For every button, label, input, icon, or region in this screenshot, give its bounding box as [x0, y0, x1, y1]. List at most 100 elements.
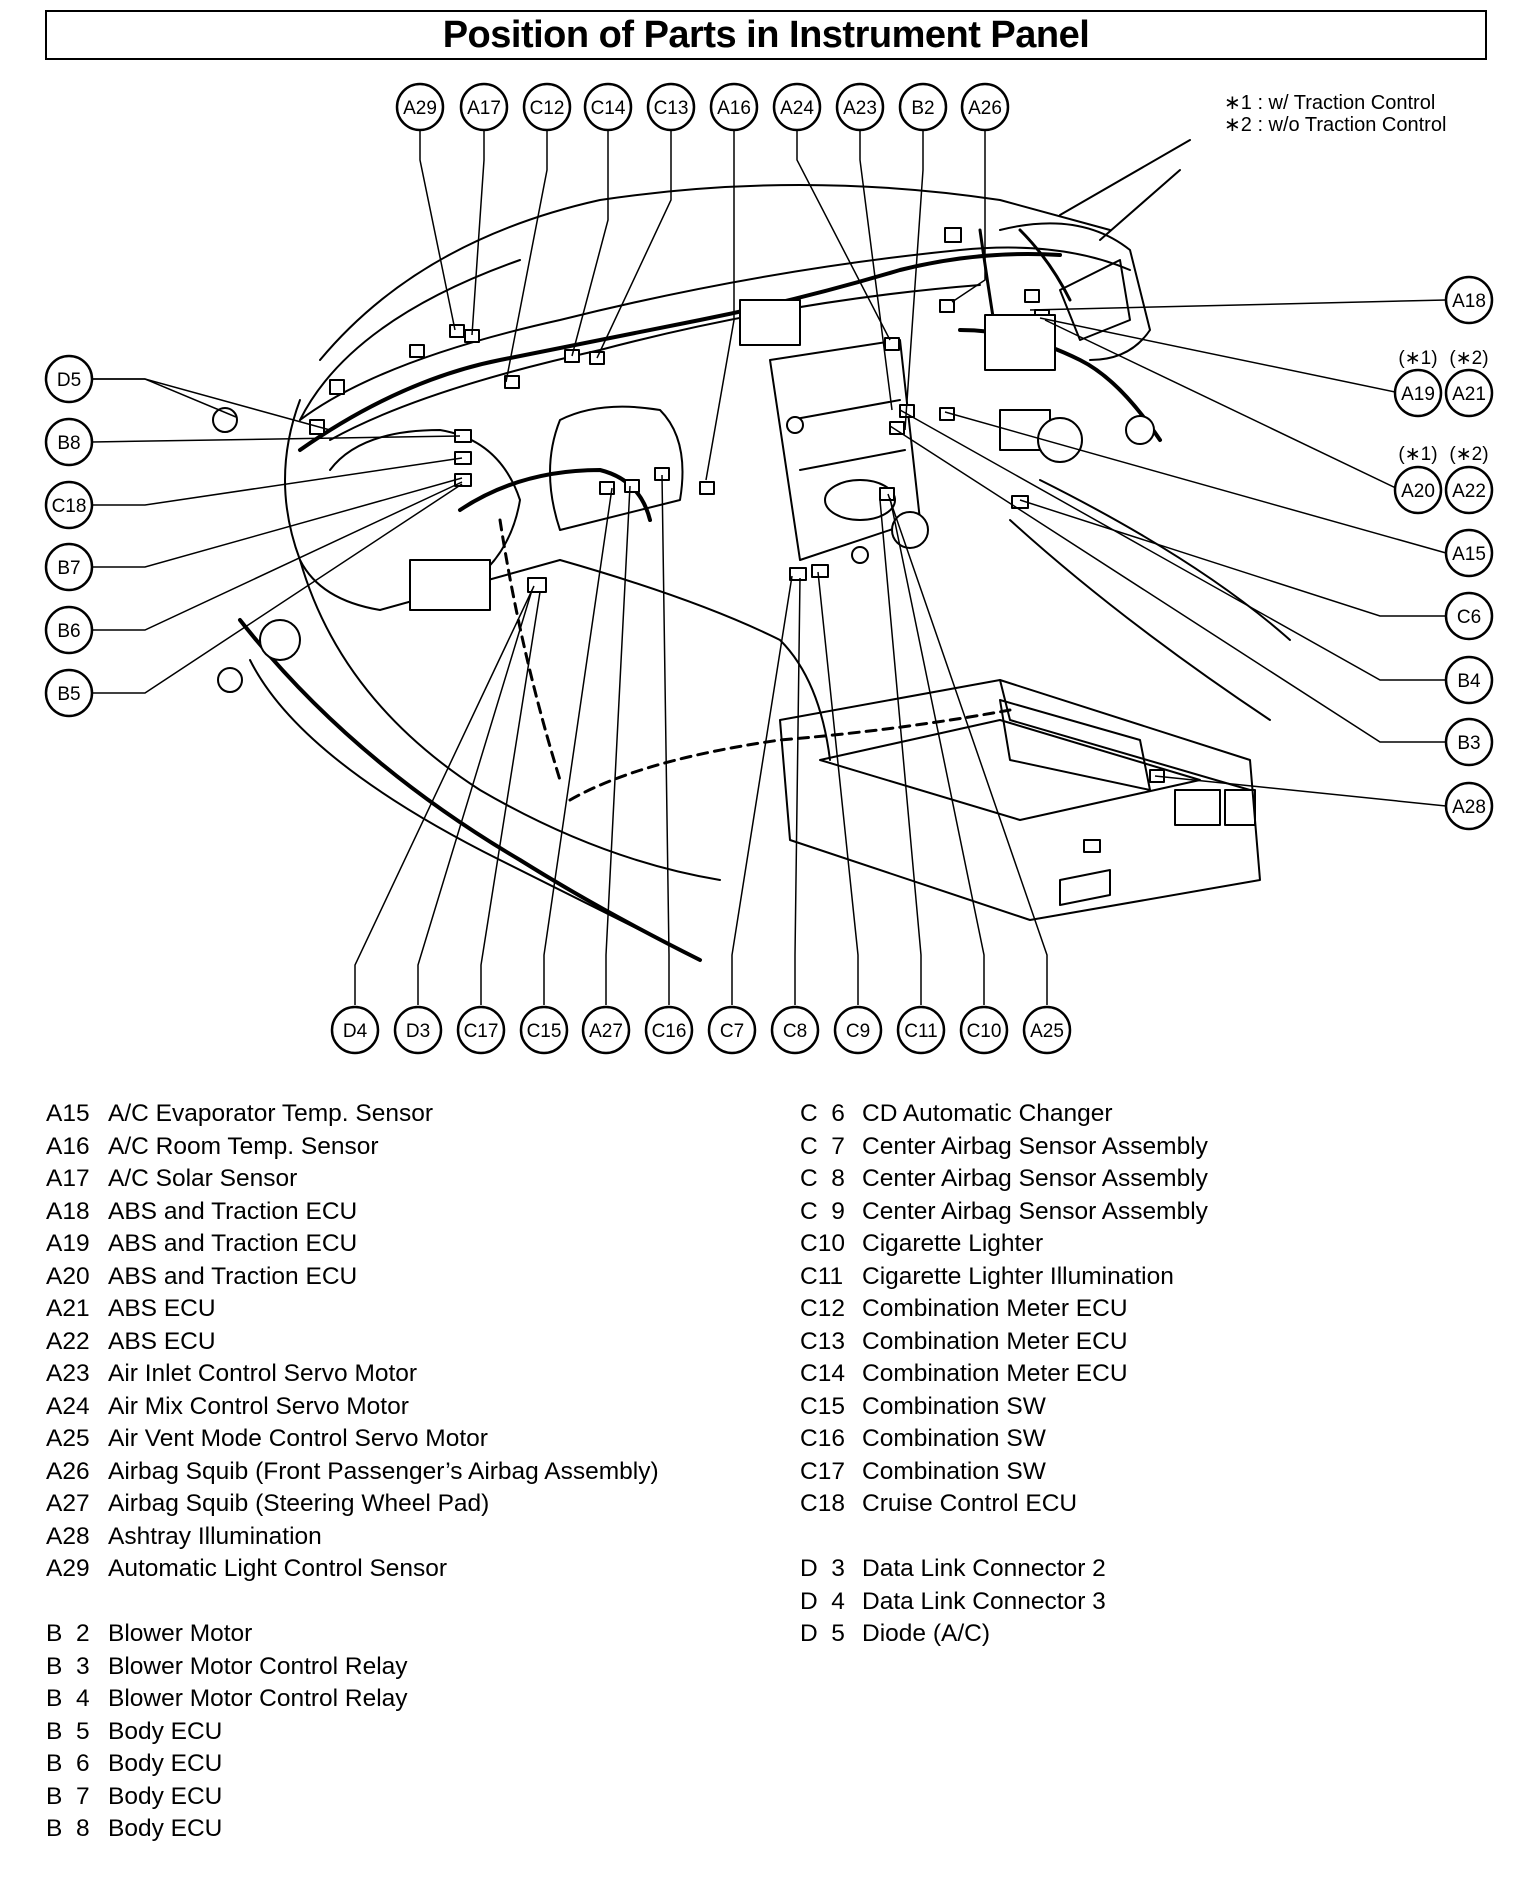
legend-row: C13 Combination Meter ECU: [800, 1326, 1208, 1359]
legend-part-name: Combination Meter ECU: [862, 1327, 1128, 1355]
legend-code: C 9: [800, 1197, 845, 1225]
callout-label: D3: [406, 1021, 430, 1042]
callout-label: A21: [1452, 384, 1486, 405]
legend-part-name: ABS ECU: [108, 1295, 216, 1322]
legend-code: C 6: [800, 1100, 845, 1127]
legend-code: A24: [46, 1392, 90, 1420]
legend-part-name: A/C Evaporator Temp. Sensor: [108, 1100, 434, 1127]
legend-row: A16 A/C Room Temp. Sensor: [46, 1131, 659, 1164]
legend-code: C 7: [800, 1132, 845, 1160]
legend-code: B 5: [46, 1717, 90, 1745]
legend-code: A28: [46, 1522, 90, 1550]
legend-code: A18: [46, 1197, 90, 1225]
callout-c7: C7: [707, 1005, 757, 1055]
legend-part-name: Air Vent Mode Control Servo Motor: [108, 1425, 488, 1452]
callout-label: B4: [1457, 671, 1481, 692]
legend-code: [800, 1521, 862, 1554]
legend-part-name: Combination SW: [862, 1425, 1046, 1452]
callout-label: A19: [1401, 384, 1435, 405]
legend-row: C12 Combination Meter ECU: [800, 1293, 1208, 1326]
legend-part-name: Center Airbag Sensor Assembly: [862, 1197, 1208, 1225]
legend-part-name: Airbag Squib (Front Passenger’s Airbag A…: [108, 1457, 659, 1485]
legend-part-name: Combination Meter ECU: [862, 1360, 1128, 1387]
legend-part-name: CD Automatic Changer: [862, 1100, 1113, 1127]
legend-part-name: Airbag Squib (Steering Wheel Pad): [108, 1490, 490, 1517]
legend-part-name: ABS and Traction ECU: [108, 1262, 358, 1290]
legend-part-name: Ashtray Illumination: [108, 1522, 322, 1550]
callout-label: C15: [527, 1021, 562, 1042]
callout-label: C16: [652, 1021, 687, 1042]
legend-part-name: A/C Room Temp. Sensor: [108, 1132, 379, 1160]
legend-code: B 7: [46, 1782, 90, 1810]
callout-a17: A17: [459, 82, 509, 132]
callout-label: B7: [57, 558, 80, 579]
callout-a24: A24: [772, 82, 822, 132]
legend-code: D 4: [800, 1587, 845, 1615]
callout-d4: D4: [330, 1005, 380, 1055]
callout-label: D4: [343, 1021, 368, 1042]
callout-label: C10: [967, 1021, 1002, 1042]
legend-row: [800, 1521, 1208, 1554]
callout-label: C12: [530, 98, 565, 119]
legend-code: C12: [800, 1295, 845, 1322]
callout-label: B6: [57, 621, 80, 642]
callout-label: B3: [1457, 733, 1480, 754]
legend-row: A15 A/C Evaporator Temp. Sensor: [46, 1098, 659, 1131]
variant-label-star2-a22: (∗2): [1449, 444, 1488, 465]
legend-code: A15: [46, 1100, 90, 1127]
callout-a25: A25: [1022, 1005, 1072, 1055]
callout-label: C18: [52, 496, 87, 517]
callout-a18: A18: [1444, 275, 1494, 325]
callout-leader-lines: [91, 128, 1447, 1005]
callout-a23: A23: [835, 82, 885, 132]
legend-code: A19: [46, 1230, 90, 1257]
callout-a28: A28: [1444, 781, 1494, 831]
legend-code: C 8: [800, 1165, 845, 1192]
callout-c8: C8: [770, 1005, 820, 1055]
callout-label: A29: [403, 98, 437, 119]
callout-label: C11: [904, 1021, 937, 1042]
legend-row: A19 ABS and Traction ECU: [46, 1228, 659, 1261]
page-title: Position of Parts in Instrument Panel: [442, 13, 1090, 56]
legend-code: [46, 1586, 108, 1619]
callout-label: C7: [720, 1021, 744, 1042]
legend-part-name: Combination Meter ECU: [862, 1295, 1128, 1322]
callout-c14: C14: [583, 82, 633, 132]
callout-a16: A16: [709, 82, 759, 132]
legend-part-name: ABS and Traction ECU: [108, 1197, 358, 1225]
callout-c9: C9: [833, 1005, 883, 1055]
legend-code: C17: [800, 1457, 845, 1485]
legend-part-name: Body ECU: [108, 1815, 223, 1842]
legend-code: C13: [800, 1327, 845, 1355]
callout-b4: B4: [1444, 655, 1494, 705]
legend-code: B 6: [46, 1750, 90, 1777]
legend-code: D 3: [800, 1555, 845, 1582]
legend-code: C10: [800, 1230, 845, 1257]
variant-label-star2-a21: (∗2): [1449, 348, 1488, 369]
legend-row: [46, 1586, 659, 1619]
callout-label: C13: [654, 98, 689, 119]
legend-part-name: ABS and Traction ECU: [108, 1230, 358, 1257]
legend-part-name: Blower Motor Control Relay: [108, 1685, 408, 1712]
callout-a15: A15: [1444, 528, 1494, 578]
legend-code: A16: [46, 1132, 90, 1160]
legend-code: D 5: [800, 1620, 845, 1647]
callout-c17: C17: [456, 1005, 506, 1055]
legend-code: A17: [46, 1165, 90, 1192]
legend-code: A22: [46, 1327, 90, 1355]
legend-part-name: A/C Solar Sensor: [108, 1165, 298, 1192]
legend-code: A29: [46, 1555, 90, 1582]
callout-label: C17: [464, 1021, 499, 1042]
callout-a27: A27: [581, 1005, 631, 1055]
